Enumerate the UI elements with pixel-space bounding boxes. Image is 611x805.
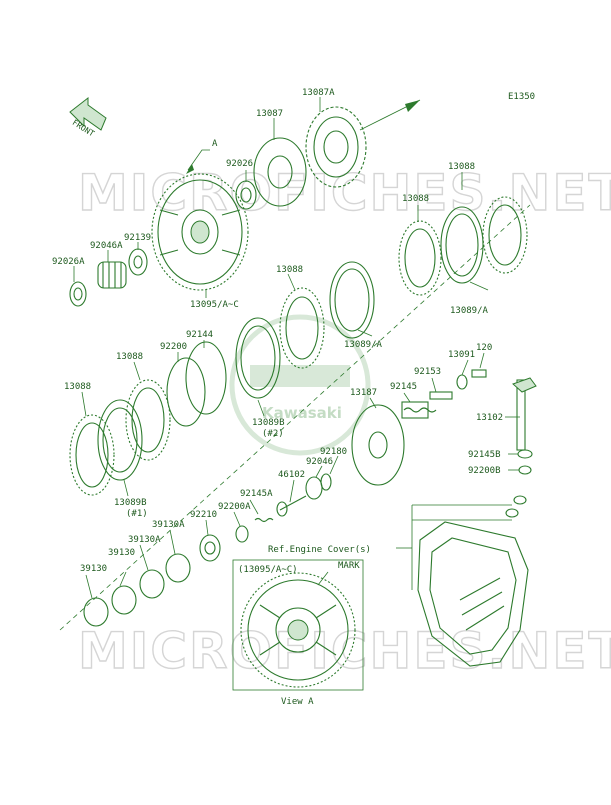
label-13095: 13095/A~C — [190, 300, 239, 310]
label-13088-leftfar: 13088 — [64, 382, 91, 392]
lever-13102 — [512, 377, 537, 451]
label-13088-top: 13088 — [448, 162, 475, 172]
cam-39130-1 — [139, 569, 165, 599]
spring-ring-92144 — [185, 341, 227, 415]
view-a-caption: View A — [281, 697, 314, 707]
ring-92200B — [518, 465, 532, 475]
label-39130-1: 39130 — [108, 548, 135, 558]
pressure-plate-13187 — [351, 404, 405, 486]
label-13089B-2: 13089B — [252, 418, 285, 428]
watermark-bottom: MICROFICHES.NET — [78, 622, 611, 680]
hub-13087 — [253, 137, 307, 207]
ring-92200A — [235, 525, 249, 543]
spring-92145A — [254, 517, 274, 523]
label-13088-left: 13088 — [116, 352, 143, 362]
label-92200A: 92200A — [218, 502, 251, 512]
label-92200: 92200 — [160, 342, 187, 352]
label-120: 120 — [476, 343, 492, 353]
diagram-code: E1350 — [508, 92, 535, 102]
label-92145B: 92145B — [468, 450, 501, 460]
label-13089B-1: 13089B — [114, 498, 147, 508]
needle-bearing-92046A — [97, 261, 127, 289]
bolt-120 — [471, 369, 487, 378]
label-13088-center: 13088 — [276, 265, 303, 275]
label-92153: 92153 — [414, 367, 441, 377]
label-13089A-right: 13089/A — [450, 306, 489, 316]
brand-label: Kawasaki — [262, 404, 342, 422]
label-13088-mid: 13088 — [402, 194, 429, 204]
label-13089A-center: 13089/A — [344, 340, 383, 350]
watermark-top: MICROFICHES.NET — [78, 164, 611, 222]
cam-39130-2 — [83, 597, 109, 627]
label-13087: 13087 — [256, 109, 283, 119]
label-46102: 46102 — [278, 470, 305, 480]
label-92145: 92145 — [390, 382, 417, 392]
steel-plate-13089A-center — [329, 261, 375, 339]
label-92210: 92210 — [190, 510, 217, 520]
label-92026A: 92026A — [52, 257, 85, 267]
label-92046: 92046 — [306, 457, 333, 467]
ref-bracket — [396, 504, 512, 590]
bearing-92046 — [305, 476, 323, 500]
label-92145A: 92145A — [240, 489, 273, 499]
clutch-housing — [151, 173, 249, 291]
label-92200B: 92200B — [468, 466, 501, 476]
mark-label: MARK — [338, 561, 360, 571]
friction-plate-13088-right — [482, 196, 528, 274]
friction-plate-13088-center — [279, 287, 325, 369]
label-92026: 92026 — [226, 159, 253, 169]
label-92139: 92139 — [124, 233, 151, 243]
label-13187: 13187 — [350, 388, 377, 398]
view-a-part-label: (13095/A~C) — [238, 565, 298, 575]
ring-92180 — [320, 473, 332, 491]
collar-92139 — [128, 248, 148, 276]
label-92046A: 92046A — [90, 241, 123, 251]
front-arrow-icon: FRONT — [69, 96, 107, 138]
friction-plate-13088-left — [125, 379, 171, 461]
friction-plate-13088-leftfar — [69, 414, 115, 496]
ref-engine-cover-note: Ref.Engine Cover(s) — [268, 545, 371, 555]
label-39130A-2: 39130A — [128, 535, 161, 545]
label-13089B-1-sub: (#1) — [126, 509, 148, 519]
bearing-13091 — [456, 374, 468, 390]
steel-plate-13089A-right — [440, 206, 484, 284]
label-39130-2: 39130 — [80, 564, 107, 574]
engine-cover — [417, 495, 529, 667]
label-13091: 13091 — [448, 350, 475, 360]
label-39130A-1: 39130A — [152, 520, 185, 530]
pushrod-46102 — [276, 495, 307, 517]
cam-39130A-2 — [111, 585, 137, 615]
label-13087A: 13087A — [302, 88, 335, 98]
kawasaki-seal: Kawasaki — [229, 314, 371, 456]
pusher-92153 — [429, 391, 453, 400]
steel-plate-13089B-2 — [235, 317, 281, 399]
friction-plate-13088-mid — [398, 220, 442, 296]
arrow-a-label: A — [212, 139, 218, 149]
washer-92026A — [69, 281, 87, 307]
cam-39130A-1 — [165, 553, 191, 583]
drum-13087A — [305, 106, 367, 188]
label-92144: 92144 — [186, 330, 213, 340]
bearing-92210 — [199, 534, 221, 562]
washer-92145B — [517, 449, 533, 459]
spring-92145 — [401, 401, 437, 419]
steel-plate-13089B-1 — [97, 399, 143, 481]
view-a-inset — [232, 559, 364, 691]
label-13102: 13102 — [476, 413, 503, 423]
label-92180: 92180 — [320, 447, 347, 457]
label-13089B-2-sub: (#2) — [262, 429, 284, 439]
spring-seat-92200 — [166, 357, 206, 427]
view-arrow-a: A — [186, 139, 218, 174]
